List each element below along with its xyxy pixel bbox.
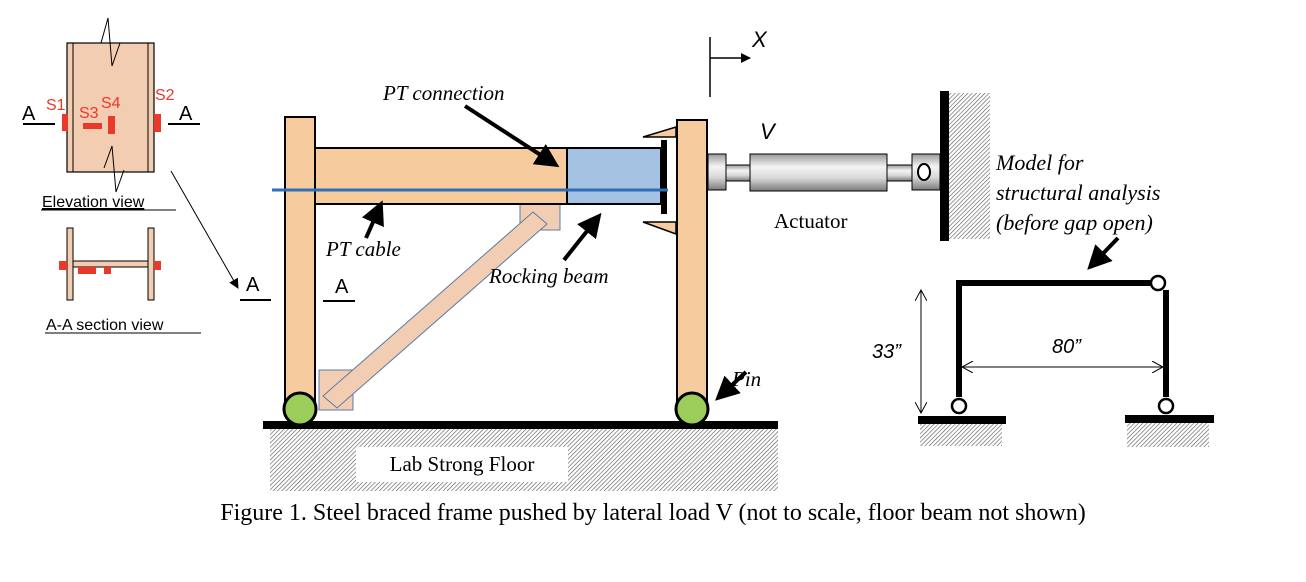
- pin-arrow: [715, 370, 748, 401]
- beam: [314, 147, 568, 205]
- actuator-clevis-left: [707, 153, 727, 191]
- break-line-top: [100, 17, 121, 67]
- section-mark-a-left: A: [22, 103, 36, 125]
- section-web: [72, 260, 149, 268]
- main-frame: A A PT connection PT cable Rocking beam …: [240, 81, 761, 427]
- section-sensor-s4: [104, 267, 111, 274]
- sensor-s1-mark: [62, 114, 68, 131]
- frame-section-mark-right: A: [335, 276, 349, 298]
- floor-label-bg: [356, 447, 568, 482]
- model-arrow: [1087, 236, 1120, 270]
- sensor-s1-label: S1: [46, 97, 66, 114]
- actuator-rod-right: [886, 164, 913, 182]
- pin-left: [282, 391, 318, 427]
- model-support-right-hatch: [1127, 423, 1209, 447]
- label-pt-connection: PT connection: [382, 81, 505, 105]
- height-dimension-label: 33”: [872, 341, 902, 363]
- end-plate: [661, 140, 667, 214]
- actuator-pin-hole: [917, 163, 931, 181]
- x-axis-indicator: X: [709, 27, 768, 97]
- elevation-view-title: Elevation view: [42, 194, 145, 211]
- model-support-left: [918, 416, 1006, 424]
- span-dimension-label: 80”: [1052, 336, 1082, 358]
- model-support-right: [1125, 415, 1214, 423]
- sensor-s2-mark: [154, 114, 161, 132]
- actuator-label: Actuator: [774, 209, 847, 233]
- label-pt-cable: PT cable: [325, 237, 401, 261]
- section-sensor-s2: [154, 261, 161, 270]
- reaction-wall-face: [940, 91, 949, 241]
- model-title-line3: (before gap open): [996, 210, 1153, 235]
- lab-floor: Lab Strong Floor: [263, 421, 778, 491]
- figure-caption: Figure 1. Steel braced frame pushed by l…: [220, 500, 1086, 526]
- bracket-bottom: [642, 221, 677, 236]
- section-flange-right: [147, 227, 155, 301]
- floor-surface: [263, 421, 778, 429]
- right-column: [676, 119, 708, 408]
- sensor-s3-label: S3: [79, 105, 99, 122]
- model-hinge-top: [1149, 274, 1167, 292]
- model-support-left-hatch: [920, 424, 1002, 446]
- section-mark-a-right: A: [179, 103, 193, 125]
- reaction-wall: [940, 91, 990, 241]
- load-label-v: V: [760, 119, 777, 144]
- structural-model: Model for structural analysis (before ga…: [872, 150, 1214, 447]
- actuator-cylinder: [749, 153, 888, 192]
- actuator: V Actuator: [707, 119, 941, 233]
- model-title-line1: Model for: [995, 150, 1084, 175]
- pin-right: [674, 391, 710, 427]
- left-column: [284, 116, 316, 408]
- section-leader-line: [170, 170, 239, 289]
- sensor-s3-mark: [83, 123, 102, 129]
- reaction-wall-hatch: [948, 93, 990, 239]
- sensor-s4-label: S4: [101, 95, 121, 112]
- section-view: A-A section view: [45, 227, 201, 334]
- pt-connection-arrow: [463, 104, 560, 168]
- rocking-beam-arrow: [562, 212, 602, 262]
- section-flange-left: [66, 227, 74, 301]
- elevation-view: S1 S2 S3 S4 A A Elevation view: [22, 17, 200, 211]
- model-pin-left: [950, 397, 968, 415]
- x-axis-label: X: [751, 27, 768, 52]
- section-sensor-s1: [59, 261, 67, 270]
- sensor-s4-mark: [108, 116, 115, 134]
- floor-label: Lab Strong Floor: [390, 452, 535, 476]
- sensor-s2-label: S2: [155, 87, 175, 104]
- section-sensor-s3: [78, 267, 96, 274]
- model-title-line2: structural analysis: [996, 180, 1160, 205]
- actuator-rod-left: [725, 164, 751, 182]
- diagonal-brace: [322, 211, 548, 409]
- frame-section-mark-left: A: [246, 274, 260, 296]
- model-pin-right: [1157, 397, 1175, 415]
- pt-cable-arrow: [361, 200, 384, 239]
- label-rocking-beam: Rocking beam: [488, 264, 609, 288]
- bracket-top: [642, 125, 677, 138]
- section-view-title: A-A section view: [46, 317, 164, 334]
- model-frame-left-and-beam: [956, 280, 1157, 397]
- break-line-bottom: [103, 145, 125, 193]
- rocking-beam: [566, 147, 662, 205]
